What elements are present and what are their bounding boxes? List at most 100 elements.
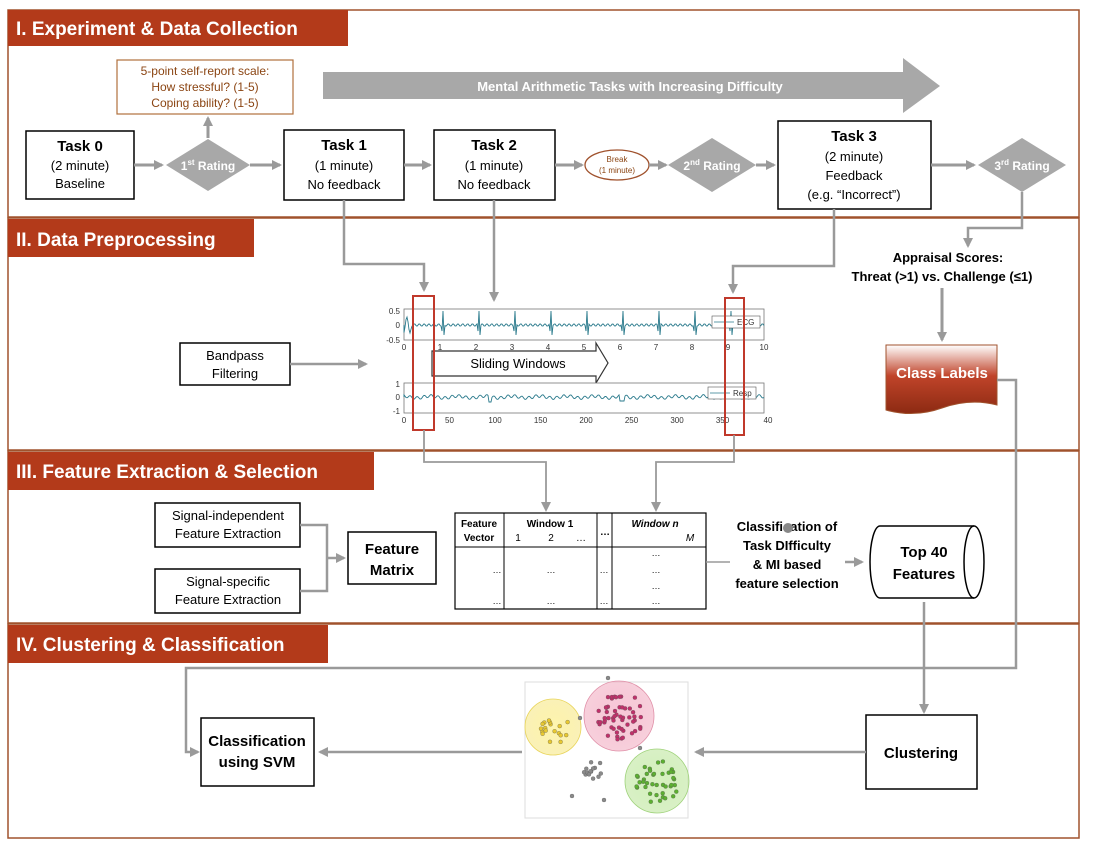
table-cell: … <box>652 548 661 558</box>
task-1-title: Task 1 <box>321 137 367 154</box>
cluster-magenta-point <box>630 710 636 715</box>
top40-line-2: Features <box>893 566 956 583</box>
ecg-xtick-label: 9 <box>726 343 731 352</box>
cluster-magenta-point <box>618 714 623 719</box>
table-cell: … <box>493 565 502 575</box>
task-3-desc: Feedback <box>825 168 883 183</box>
cluster-magenta-point <box>596 708 601 714</box>
rating-2-word: Rating <box>700 159 741 173</box>
cursor-dot <box>783 523 793 533</box>
resp-ytick-label: 1 <box>396 380 401 389</box>
cluster-magenta-point <box>614 730 620 735</box>
cluster-green-point <box>644 771 649 777</box>
task-1-box: Task 1 (1 minute) No feedback <box>283 129 405 201</box>
cluster-gray-point <box>590 766 596 771</box>
rating-2-num: 2 <box>683 159 690 173</box>
task-2-duration: (1 minute) <box>465 158 524 173</box>
cluster-magenta-point <box>613 695 619 700</box>
cluster-yellow-point <box>558 739 563 745</box>
table-cell: … <box>652 565 661 575</box>
ecg-xtick-label: 4 <box>546 343 551 352</box>
cluster-magenta-point <box>617 694 622 699</box>
cluster-green-point <box>641 779 646 784</box>
ecg-xtick-label: 6 <box>618 343 623 352</box>
section-2-frame <box>7 217 1080 451</box>
resp-xtick-label: 100 <box>488 416 502 425</box>
section-4-title: IV. Clustering & Classification <box>16 635 285 656</box>
rating-1-num: 1 <box>181 159 188 173</box>
rating-2-sup: nd <box>690 158 700 167</box>
cluster-green-point <box>668 769 674 774</box>
cluster-magenta-point <box>603 705 609 710</box>
ecg-ytick-label: 0 <box>396 321 401 330</box>
section-3-header: III. Feature Extraction & Selection <box>8 452 374 490</box>
cluster-green-point <box>671 794 676 799</box>
task-2-title: Task 2 <box>471 137 517 154</box>
cluster-yellow-point <box>565 719 570 725</box>
svm-box: Classification using SVM <box>200 717 315 787</box>
cluster-green-point <box>660 771 665 777</box>
task-1-desc: No feedback <box>308 177 381 192</box>
cluster-magenta-point <box>638 714 643 720</box>
resp-xtick-label: 150 <box>534 416 548 425</box>
cluster-outlier-point <box>569 793 575 799</box>
ecg-ytick-label: -0.5 <box>386 336 400 345</box>
resp-legend: Resp <box>707 386 757 400</box>
table-header-window1: Window 1 <box>527 519 574 530</box>
resp-xtick-label: 300 <box>670 416 684 425</box>
cluster-gray-point <box>590 776 596 781</box>
cluster-magenta-point <box>632 728 638 734</box>
break-duration: (1 minute) <box>599 166 635 175</box>
cluster-magenta-point <box>606 715 611 721</box>
ecg-xtick-label: 5 <box>582 343 587 352</box>
section-2-title: II. Data Preprocessing <box>16 230 216 251</box>
ecg-xtick-label: 10 <box>760 343 769 352</box>
signal-specific-line-1: Signal-specific <box>186 574 270 589</box>
task-3-box: Task 3 (2 minute) Feedback (e.g. “Incorr… <box>777 120 932 210</box>
rating-2-diamond: 2nd Rating <box>668 138 756 192</box>
mental-arrow-label: Mental Arithmetic Tasks with Increasing … <box>477 79 783 94</box>
top40-line-1: Top 40 <box>900 544 947 561</box>
cluster-yellow-point <box>543 728 548 733</box>
signal-independent-line-1: Signal-independent <box>172 508 284 523</box>
bandpass-line-2: Filtering <box>212 366 258 381</box>
cluster-magenta-point <box>612 708 618 714</box>
feature-matrix-line-1: Feature <box>365 541 419 558</box>
cluster-gray-point <box>596 774 601 779</box>
cluster-gray-point <box>598 771 603 776</box>
rating-3-diamond: 3rd Rating <box>978 138 1066 192</box>
cluster-magenta-point <box>637 703 643 709</box>
signal-independent-line-2: Feature Extraction <box>175 526 281 541</box>
cluster-gray-point <box>586 772 592 777</box>
table-header-windown: Window n <box>631 519 678 530</box>
cluster-magenta-point <box>632 695 638 700</box>
cluster-green-point <box>671 775 676 781</box>
cluster-magenta-point <box>605 694 611 700</box>
task-0-box: Task 0 (2 minute) Baseline <box>25 130 135 200</box>
ecg-xtick-label: 8 <box>690 343 695 352</box>
section-4-header: IV. Clustering & Classification <box>8 625 328 663</box>
resp-ytick-label: 0 <box>396 393 401 402</box>
cluster-magenta-point <box>611 718 616 723</box>
cluster-green-point <box>642 764 647 770</box>
section-4-frame <box>7 623 1080 839</box>
rating-1-word: Rating <box>195 159 236 173</box>
clustering-box: Clustering <box>865 714 978 790</box>
table-cell: … <box>493 596 502 606</box>
cluster-yellow-point <box>546 718 552 723</box>
resp-xtick-label: 250 <box>625 416 639 425</box>
signal-independent-box: Signal-independent Feature Extraction <box>154 502 301 548</box>
table-cell: … <box>600 596 609 606</box>
cluster-magenta-point <box>619 726 624 732</box>
cluster-green-point <box>674 789 679 794</box>
table-header-ellipsis: … <box>600 527 610 538</box>
rating-1-sup: st <box>187 158 194 167</box>
cluster-green-point <box>654 782 659 788</box>
task-0-title: Task 0 <box>57 138 103 155</box>
feature-table: Feature Vector Window 1 1 2 … … Window n… <box>454 512 707 610</box>
cluster-yellow-point <box>552 729 557 734</box>
cluster-yellow-point <box>564 732 569 738</box>
connector-windown-table <box>651 435 735 512</box>
signal-specific-box: Signal-specific Feature Extraction <box>154 568 301 614</box>
